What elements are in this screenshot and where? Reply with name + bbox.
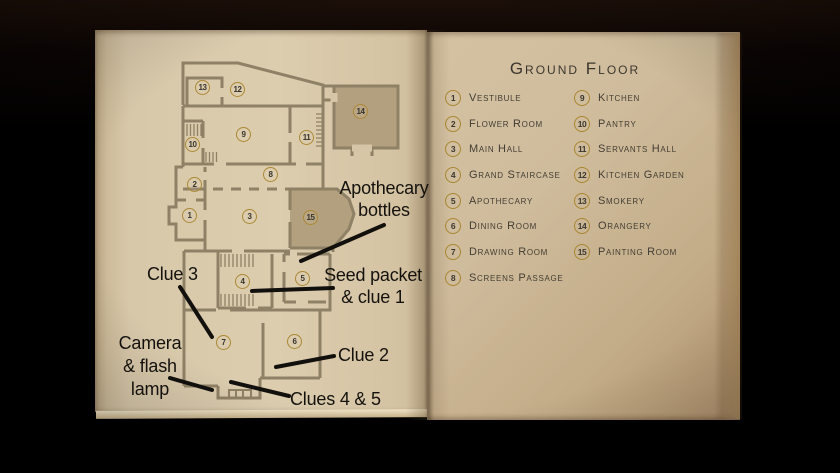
- legend-item-smokery: 13 Smokery: [574, 192, 685, 209]
- annotation-seed-packet: Seed packet & clue 1: [324, 265, 422, 307]
- map-marker-4: 4: [235, 274, 250, 289]
- legend-item-grand-staircase: 4 Grand Staircase: [445, 167, 563, 184]
- map-marker-7: 7: [216, 335, 231, 350]
- legend-item-servants-hall: 11 Servants Hall: [574, 141, 685, 158]
- stair-hatching: [186, 113, 322, 306]
- annotation-clue-3: Clue 3: [147, 264, 198, 284]
- annotation-clue-2: Clue 2: [338, 345, 389, 365]
- door-gaps: [330, 93, 372, 152]
- page-right-fore-edge: [714, 33, 742, 419]
- legend-number-badge: 12: [574, 167, 590, 184]
- legend-number-badge: 9: [574, 90, 590, 106]
- legend-number-badge: 8: [445, 269, 461, 286]
- legend-item-label: Flower Room: [469, 117, 543, 130]
- legend-item-label: Servants Hall: [598, 143, 677, 156]
- legend-number-badge: 13: [574, 192, 590, 209]
- legend-number-badge: 14: [574, 218, 590, 235]
- legend-number-badge: 15: [574, 244, 590, 261]
- line-clue-2: [274, 354, 336, 369]
- legend-item-vestibule: 1 Vestibule: [445, 90, 563, 106]
- book-spine: [406, 30, 450, 420]
- legend-item-label: Vestibule: [469, 92, 522, 104]
- map-marker-8: 8: [263, 167, 278, 182]
- map-marker-14: 14: [353, 104, 368, 119]
- map-marker-13: 13: [195, 80, 210, 95]
- legend-number-badge: 7: [445, 244, 461, 261]
- legend-item-label: Smokery: [598, 194, 645, 207]
- map-marker-6: 6: [287, 334, 302, 349]
- legend-item-label: Main Hall: [469, 143, 524, 156]
- legend-item-label: Drawing Room: [469, 246, 549, 259]
- legend-number-badge: 3: [445, 141, 461, 158]
- legend-number-badge: 4: [445, 167, 461, 184]
- map-marker-5: 5: [295, 271, 310, 286]
- legend-item-label: Dining Room: [469, 220, 537, 233]
- map-marker-12: 12: [230, 82, 245, 97]
- legend-number-badge: 5: [445, 192, 461, 209]
- legend-item-label: Screens Passage: [469, 271, 564, 284]
- map-marker-11: 11: [299, 130, 314, 145]
- legend-item-label: Pantry: [598, 117, 637, 130]
- map-marker-2: 2: [187, 177, 202, 192]
- legend-item-orangery: 14 Orangery: [574, 218, 685, 235]
- map-marker-9: 9: [236, 127, 251, 142]
- legend-item-apothecary: 5 Apothecary: [445, 192, 563, 209]
- legend-item-label: Apothecary: [469, 194, 533, 207]
- legend-number-badge: 2: [445, 115, 461, 132]
- legend-item-kitchen-garden: 12 Kitchen Garden: [574, 167, 685, 184]
- legend-item-label: Painting Room: [598, 246, 677, 259]
- legend-number-badge: 6: [445, 218, 461, 235]
- legend-item-screens-passage: 8 Screens Passage: [445, 269, 564, 286]
- line-seed-packet: [250, 286, 335, 293]
- legend-item-label: Kitchen Garden: [598, 169, 685, 182]
- map-marker-10: 10: [185, 137, 200, 152]
- legend-item-drawing-room: 7 Drawing Room: [445, 244, 563, 261]
- legend-item-painting-room: 15 Painting Room: [574, 244, 685, 261]
- annotation-camera-flash-lamp: Camera & flash lamp: [118, 333, 182, 399]
- legend-number-badge: 1: [445, 90, 461, 106]
- line-clues-4-5: [229, 380, 291, 398]
- legend-item-kitchen: 9 Kitchen: [574, 90, 685, 106]
- map-marker-1: 1: [182, 208, 197, 223]
- legend-number-badge: 11: [574, 141, 590, 158]
- legend-title: Ground Floor: [509, 59, 641, 78]
- annotation-apothecary-bottles: Apothecary bottles: [339, 178, 429, 220]
- legend-item-label: Kitchen: [598, 92, 641, 104]
- line-apothecary-bottles: [299, 223, 386, 263]
- floor-plan-walls: [167, 61, 374, 400]
- map-marker-15: 15: [303, 210, 318, 225]
- legend-column-left: 1 Vestibule 2 Flower Room 3 Main Hall 4 …: [445, 90, 563, 296]
- line-camera-flash-lamp: [168, 376, 214, 392]
- legend-item-label: Grand Staircase: [469, 169, 561, 182]
- legend-number-badge: 10: [574, 115, 590, 132]
- legend-item-flower-room: 2 Flower Room: [445, 115, 563, 132]
- annotation-clues-4-5: Clues 4 & 5: [290, 389, 381, 409]
- legend-column-right: 9 Kitchen 10 Pantry 11 Servants Hall 12 …: [574, 90, 685, 270]
- legend-item-dining-room: 6 Dining Room: [445, 218, 563, 235]
- map-marker-3: 3: [242, 209, 257, 224]
- line-clue-3: [178, 285, 214, 339]
- filled-rooms: [290, 84, 400, 248]
- legend-item-label: Orangery: [598, 220, 652, 233]
- legend-item-pantry: 10 Pantry: [574, 115, 685, 132]
- annotation-lines: [168, 223, 386, 398]
- floor-plan-map: [167, 61, 400, 400]
- legend-item-main-hall: 3 Main Hall: [445, 141, 563, 158]
